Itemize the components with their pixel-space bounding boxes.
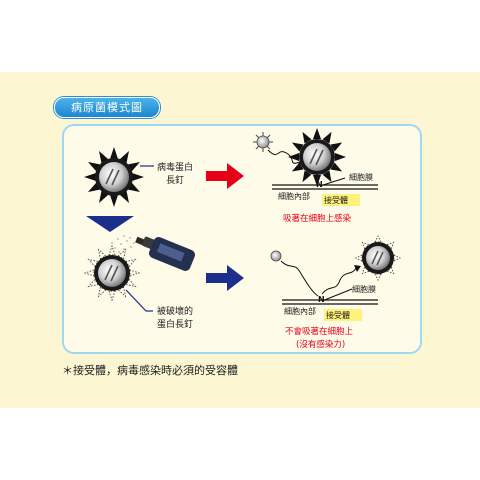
membrane-label-bottom: 細胞膜	[352, 284, 376, 294]
spike-label-line1: 病毒蛋白	[157, 161, 193, 173]
cell-inside-label-top: 細胞內部	[278, 191, 310, 201]
receptor-label-top: 接受體	[324, 195, 348, 205]
motion-path-top	[267, 149, 301, 164]
no-infect-caption-line1: 不會吸著在細胞上	[285, 326, 354, 337]
small-virus-bottom	[270, 250, 282, 262]
virus-bounced	[354, 234, 402, 282]
receptor-highlight-bottom	[324, 309, 362, 321]
red-arrow-icon	[206, 163, 244, 189]
bounce-path	[321, 267, 357, 295]
cell-inside-label-bottom: 細胞內部	[284, 306, 316, 316]
footnote: ＊接受體，病毒感染時必須的受容體	[62, 364, 238, 377]
receptor-label-bottom: 接受體	[326, 310, 350, 320]
broken-pointer-line	[125, 289, 153, 312]
virus-with-spikes	[84, 147, 144, 207]
down-triangle-icon	[86, 216, 134, 232]
navy-arrow-icon	[206, 265, 244, 291]
spray-bottle-icon	[111, 235, 196, 271]
approach-path	[280, 260, 319, 297]
receptor-symbol-bottom: N	[318, 295, 325, 304]
bounce-arrowhead	[354, 265, 361, 272]
infect-caption: 吸著在細胞上感染	[283, 213, 352, 224]
spike-label-line2: 長釘	[166, 174, 184, 186]
virus-attached	[288, 128, 346, 186]
broken-label-line1: 被破壞的	[157, 305, 193, 317]
receptor-symbol-top: N	[316, 180, 323, 189]
membrane-label-top: 細胞膜	[349, 172, 373, 182]
diagram-title: 病原菌模式圖	[54, 97, 160, 118]
cell-membrane-top	[272, 177, 378, 190]
small-virus-top	[253, 132, 273, 152]
no-infect-caption-line2: (沒有感染力)	[296, 339, 345, 350]
broken-label-line2: 蛋白長釘	[157, 318, 193, 330]
virus-broken-spikes	[83, 244, 141, 302]
cell-membrane-bottom	[282, 288, 378, 305]
receptor-highlight-top	[322, 194, 360, 206]
